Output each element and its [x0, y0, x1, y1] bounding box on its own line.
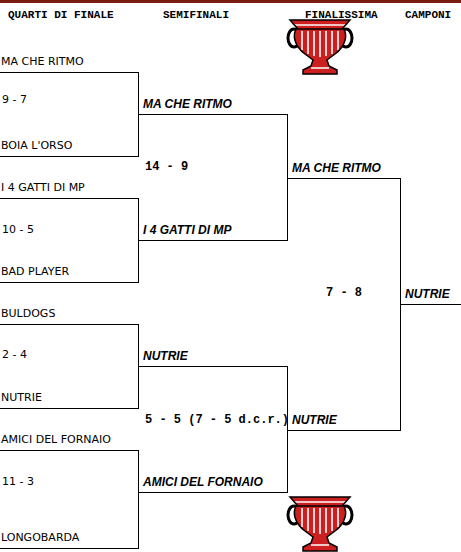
team-slot: BOIA L'ORSO [0, 135, 139, 157]
match-score: 2 - 4 [2, 348, 27, 362]
trophy-icon [288, 497, 352, 551]
team-slot: BAD PLAYER [0, 261, 139, 283]
team-name: NUTRIE [405, 287, 450, 301]
trophy-icon [288, 20, 352, 74]
team-name: NUTRIE [143, 349, 188, 363]
team-name: I 4 GATTI DI MP [1, 181, 85, 195]
bracket-line [287, 431, 288, 493]
team-name: BULDOGS [1, 307, 55, 321]
team-slot: AMICI DEL FORNAIO [138, 471, 288, 493]
team-name: LONGOBARDA [1, 531, 79, 545]
team-name: AMICI DEL FORNAIO [1, 433, 111, 447]
match-score: 11 - 3 [2, 475, 34, 489]
bracket-line [138, 241, 139, 283]
bracket-line [138, 451, 139, 493]
team-name: I 4 GATTI DI MP [143, 223, 231, 237]
top-strip [0, 0, 461, 3]
round-heading: FINALISSIMA [305, 8, 378, 22]
bracket-line [138, 325, 139, 367]
team-name: BAD PLAYER [1, 265, 69, 279]
bracket-line [400, 179, 401, 305]
match-score: 14 - 9 [145, 160, 188, 174]
round-heading: SEMIFINALI [163, 8, 229, 22]
team-slot: MA CHE RITMO [0, 51, 139, 73]
team-slot: AMICI DEL FORNAIO [0, 429, 139, 451]
team-name: BOIA L'ORSO [1, 139, 72, 153]
round-heading: QUARTI DI FINALE [8, 8, 114, 22]
team-slot: MA CHE RITMO [138, 93, 288, 115]
bracket-line [138, 367, 139, 409]
team-slot: MA CHE RITMO [287, 157, 401, 179]
bracket-line [287, 115, 288, 179]
team-name: MA CHE RITMO [1, 55, 84, 69]
match-score: 7 - 8 [326, 286, 362, 300]
team-name: NUTRIE [1, 391, 42, 405]
team-slot: NUTRIE [138, 345, 288, 367]
team-name: AMICI DEL FORNAIO [143, 475, 263, 489]
team-slot: NUTRIE [287, 409, 401, 431]
match-score: 10 - 5 [2, 223, 34, 237]
team-name: MA CHE RITMO [292, 161, 381, 175]
team-slot: BULDOGS [0, 303, 139, 325]
bracket-line [138, 73, 139, 115]
team-slot: NUTRIE [0, 387, 139, 409]
bracket-line [138, 199, 139, 241]
match-score: 5 - 5 (7 - 5 d.c.r.) [145, 413, 289, 427]
bracket-line [138, 115, 139, 157]
team-slot: I 4 GATTI DI MP [138, 219, 288, 241]
bracket-line [400, 305, 401, 431]
team-slot: NUTRIE [400, 283, 461, 305]
bracket-line [287, 179, 288, 241]
bracket-line [138, 493, 139, 549]
team-slot: LONGOBARDA [0, 527, 139, 549]
team-name: NUTRIE [292, 413, 337, 427]
match-score: 9 - 7 [2, 93, 27, 107]
team-name: MA CHE RITMO [143, 97, 232, 111]
round-heading: CAMPONI [405, 8, 451, 22]
team-slot: I 4 GATTI DI MP [0, 177, 139, 199]
